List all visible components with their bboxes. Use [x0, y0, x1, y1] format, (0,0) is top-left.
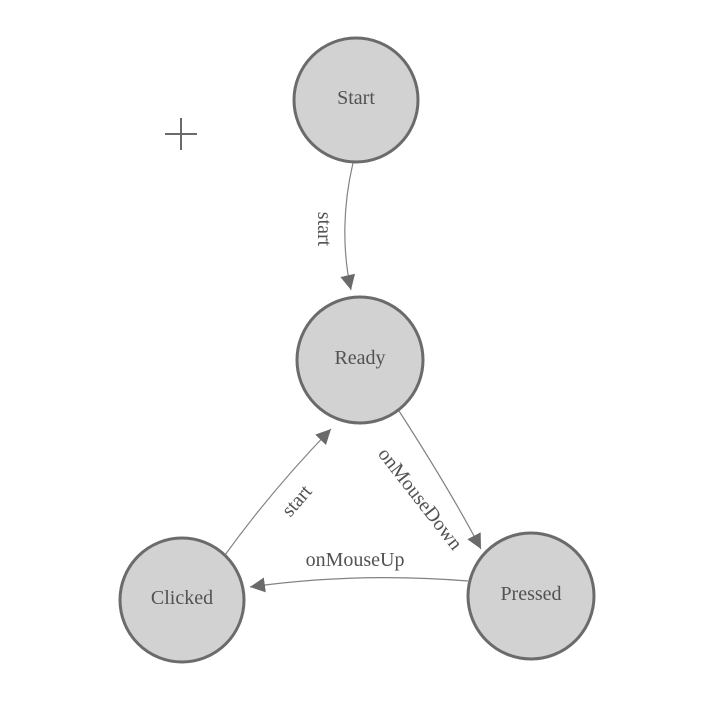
- node-label-ready: Ready: [334, 347, 385, 369]
- edge-label-pressed-to-clicked: onMouseUp: [306, 549, 405, 571]
- crosshair-icon[interactable]: [165, 118, 197, 150]
- edge-start-to-ready[interactable]: start: [313, 162, 356, 291]
- edge-line-clicked-to-ready[interactable]: [224, 428, 332, 556]
- edge-pressed-to-clicked[interactable]: onMouseUp: [249, 549, 469, 593]
- node-clicked[interactable]: Clicked: [118, 536, 246, 664]
- node-label-clicked: Clicked: [151, 587, 213, 609]
- node-circle-start[interactable]: [292, 36, 420, 164]
- edge-line-ready-to-pressed[interactable]: [398, 410, 482, 550]
- overlay-layer: [165, 118, 197, 150]
- node-label-pressed: Pressed: [500, 583, 561, 605]
- edge-line-pressed-to-clicked[interactable]: [249, 577, 469, 593]
- node-label-start: Start: [337, 87, 375, 109]
- node-start[interactable]: Start: [292, 36, 420, 164]
- node-circle-clicked[interactable]: [118, 536, 246, 664]
- node-pressed[interactable]: Pressed: [466, 531, 596, 661]
- edge-ready-to-pressed[interactable]: onMouseDown: [373, 410, 482, 554]
- edge-label-start-to-ready: start: [313, 212, 335, 247]
- edge-label-clicked-to-ready: start: [277, 480, 316, 521]
- node-ready[interactable]: Ready: [295, 295, 425, 425]
- node-circle-ready[interactable]: [295, 295, 425, 425]
- edge-line-start-to-ready[interactable]: [340, 162, 356, 291]
- edge-clicked-to-ready[interactable]: start: [224, 428, 332, 556]
- node-circle-pressed[interactable]: [466, 531, 596, 661]
